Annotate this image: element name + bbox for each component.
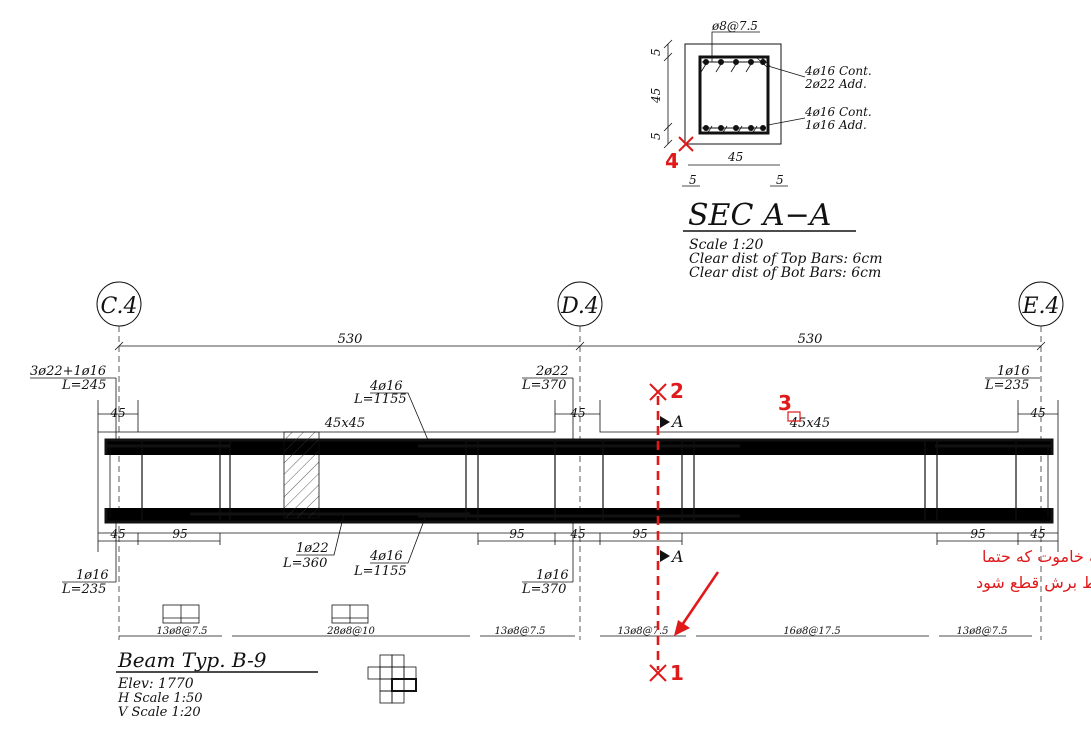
section-outline bbox=[684, 43, 782, 145]
key-plan-icon bbox=[367, 654, 417, 704]
beam-h-scale: H Scale 1:50 bbox=[117, 691, 203, 706]
lap-splice-zone bbox=[283, 431, 320, 519]
cut-mark-top bbox=[660, 416, 670, 428]
note-arrow bbox=[678, 571, 720, 629]
section-cover-left: 5 bbox=[689, 173, 697, 187]
section-size-2: 45x45 bbox=[789, 416, 830, 431]
beam-title-block: Beam Typ. B-9 Elev: 1770 H Scale 1:50 V … bbox=[116, 648, 417, 720]
top-left-bar-length: L=245 bbox=[61, 378, 106, 393]
section-dim-top: 5 bbox=[649, 48, 663, 56]
bot-left-bar-label: 1ø16 bbox=[76, 568, 109, 583]
bot-cont-bar-length: L=1155 bbox=[353, 564, 407, 579]
section-a-a: ø8@7.5 5 45 5 45 5 5 4ø16 Cont. 2ø22 Add… bbox=[649, 19, 883, 281]
stirrup-spacing-4: 13ø8@7.5 bbox=[617, 626, 668, 637]
beam-v-scale: V Scale 1:20 bbox=[118, 705, 201, 720]
section-note-bot: Clear dist of Bot Bars: 6cm bbox=[689, 265, 881, 281]
top-mid-bar-length: L=370 bbox=[521, 378, 566, 393]
marker-3-box bbox=[787, 411, 801, 422]
bot-left-bar-length: L=235 bbox=[61, 582, 106, 597]
marker-3-label: 3 bbox=[778, 391, 792, 415]
stirrup-zone-dim-4: 95 bbox=[970, 527, 985, 541]
bot-mid-bar-length: L=370 bbox=[521, 582, 566, 597]
stirrup-label: ø8@7.5 bbox=[711, 19, 758, 33]
span-dim-1: 530 bbox=[338, 332, 363, 347]
support-dim-2: 45 bbox=[569, 406, 585, 420]
section-dim-mid: 45 bbox=[649, 88, 663, 104]
stirrup-spacing-3: 13ø8@7.5 bbox=[494, 626, 545, 637]
section-dim-bot: 5 bbox=[649, 132, 663, 140]
top-left-bar-label: 3ø22+1ø16 bbox=[30, 364, 106, 379]
section-bot-add: 1ø16 Add. bbox=[805, 118, 867, 132]
stirrup-zone-dim-2: 95 bbox=[509, 527, 524, 541]
section-width: 45 bbox=[727, 150, 743, 164]
stirrup-zone-dim-3: 95 bbox=[632, 527, 647, 541]
marker-2-label: 2 bbox=[670, 379, 684, 403]
top-mid-bar-label: 2ø22 bbox=[535, 364, 569, 379]
top-right-bar-length: L=235 bbox=[984, 378, 1029, 393]
stirrup-shape-icon-1 bbox=[162, 604, 200, 624]
stirrup-spacing-5: 16ø8@17.5 bbox=[783, 626, 840, 637]
support-dim-3: 45 bbox=[1029, 406, 1045, 420]
section-top-add: 2ø22 Add. bbox=[804, 77, 867, 91]
beam-elevation: 45 45 45 45x45 45x45 3ø22+1ø16 L=245 2ø2… bbox=[30, 364, 1059, 637]
stirrup-spacing-2: 28ø8@10 bbox=[326, 626, 375, 637]
grid-axes: C.4 D.4 E.4 530 530 bbox=[96, 281, 1064, 640]
bot-cont-bar-label: 4ø16 bbox=[369, 549, 403, 564]
top-cont-bar-length: L=1155 bbox=[353, 392, 407, 407]
section-bot-rebars bbox=[703, 125, 766, 131]
section-size-1: 45x45 bbox=[324, 416, 365, 431]
top-cont-bar-label: 4ø16 bbox=[369, 379, 403, 394]
beam-elev: Elev: 1770 bbox=[117, 676, 194, 692]
grid-label-c4: C.4 bbox=[100, 294, 137, 319]
grid-label-d4: D.4 bbox=[560, 294, 599, 319]
cut-label-top: A bbox=[670, 412, 684, 431]
note-line-2: باید توسط خط برش قطع شود bbox=[976, 573, 1091, 593]
bot-mid-bar-label: 1ø16 bbox=[536, 568, 569, 583]
support-dim-5: 45 bbox=[569, 527, 585, 541]
grid-label-e4: E.4 bbox=[1021, 294, 1059, 319]
span-dim-2: 530 bbox=[798, 332, 823, 347]
bot-bar-22-length: L=360 bbox=[282, 556, 327, 571]
section-bot-cont: 4ø16 Cont. bbox=[804, 105, 872, 119]
section-note-top: Clear dist of Top Bars: 6cm bbox=[689, 251, 883, 267]
marker-4-label: 4 bbox=[665, 149, 679, 173]
support-dim-1: 45 bbox=[109, 406, 125, 420]
note-arrow-head bbox=[674, 620, 690, 636]
cut-label-bottom: A bbox=[670, 547, 684, 566]
cut-mark-bottom bbox=[660, 550, 670, 562]
support-dim-6: 45 bbox=[1029, 527, 1045, 541]
note-line-1: خط زیر نوشته خاموت که حتما bbox=[982, 547, 1091, 567]
stirrup-spacing-1: 13ø8@7.5 bbox=[156, 626, 207, 637]
section-top-cont: 4ø16 Cont. bbox=[804, 64, 872, 78]
stirrup-spacing-6: 13ø8@7.5 bbox=[956, 626, 1007, 637]
support-dim-4: 45 bbox=[109, 527, 125, 541]
stirrup-outline bbox=[698, 55, 770, 135]
section-cover-right: 5 bbox=[776, 173, 784, 187]
stirrup-zone-dim-1: 95 bbox=[172, 527, 187, 541]
section-title: SEC A−A bbox=[688, 198, 831, 233]
top-right-bar-label: 1ø16 bbox=[997, 364, 1030, 379]
stirrup-shape-icon-2 bbox=[331, 604, 369, 624]
marker-4-cross-icon bbox=[678, 136, 694, 152]
marker-2-cross-icon bbox=[649, 383, 667, 401]
marker-1-cross-icon bbox=[649, 664, 667, 682]
marker-1-label: 1 bbox=[670, 661, 684, 685]
beam-title: Beam Typ. B-9 bbox=[117, 648, 267, 672]
section-top-rebars bbox=[703, 59, 766, 65]
bot-bar-22-label: 1ø22 bbox=[296, 541, 329, 556]
section-note-scale: Scale 1:20 bbox=[689, 237, 764, 253]
red-annotations: 2 1 3 4 خط زیر نوشته خاموت که حتما باید … bbox=[649, 136, 1091, 685]
